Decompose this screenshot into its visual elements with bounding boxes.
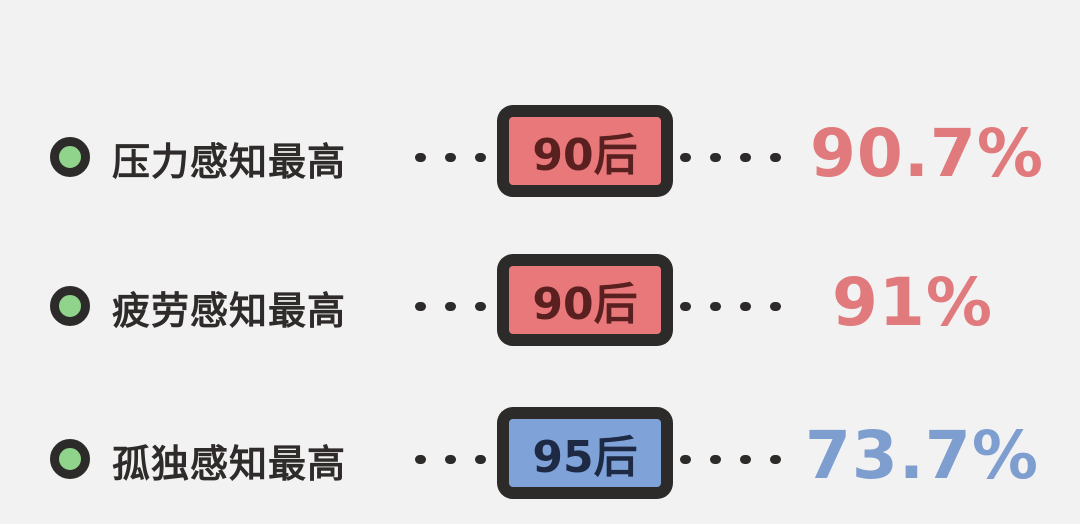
dotted-connector-left [415,455,486,465]
bullet-icon [50,137,90,177]
bullet-icon [50,439,90,479]
dotted-connector-right [680,153,781,163]
percentage-value: 91% [832,264,993,341]
dotted-connector-left [415,302,486,312]
generation-badge: 95后 [497,407,673,499]
stat-row-loneliness: 孤独感知最高 95后 73.7% [0,405,1080,515]
row-label: 压力感知最高 [112,140,347,184]
dotted-connector-right [680,302,781,312]
generation-badge: 90后 [497,105,673,197]
percentage-value: 90.7% [810,115,1044,192]
percentage-value: 73.7% [805,417,1039,494]
dotted-connector-right [680,455,781,465]
row-label: 疲劳感知最高 [112,289,347,333]
badge-label: 90后 [509,266,661,334]
generation-badge: 90后 [497,254,673,346]
dotted-connector-left [415,153,486,163]
bullet-icon [50,286,90,326]
row-label: 孤独感知最高 [112,442,347,486]
badge-label: 95后 [509,419,661,487]
stat-row-pressure: 压力感知最高 90后 90.7% [0,103,1080,213]
stat-row-fatigue: 疲劳感知最高 90后 91% [0,252,1080,362]
badge-label: 90后 [509,117,661,185]
